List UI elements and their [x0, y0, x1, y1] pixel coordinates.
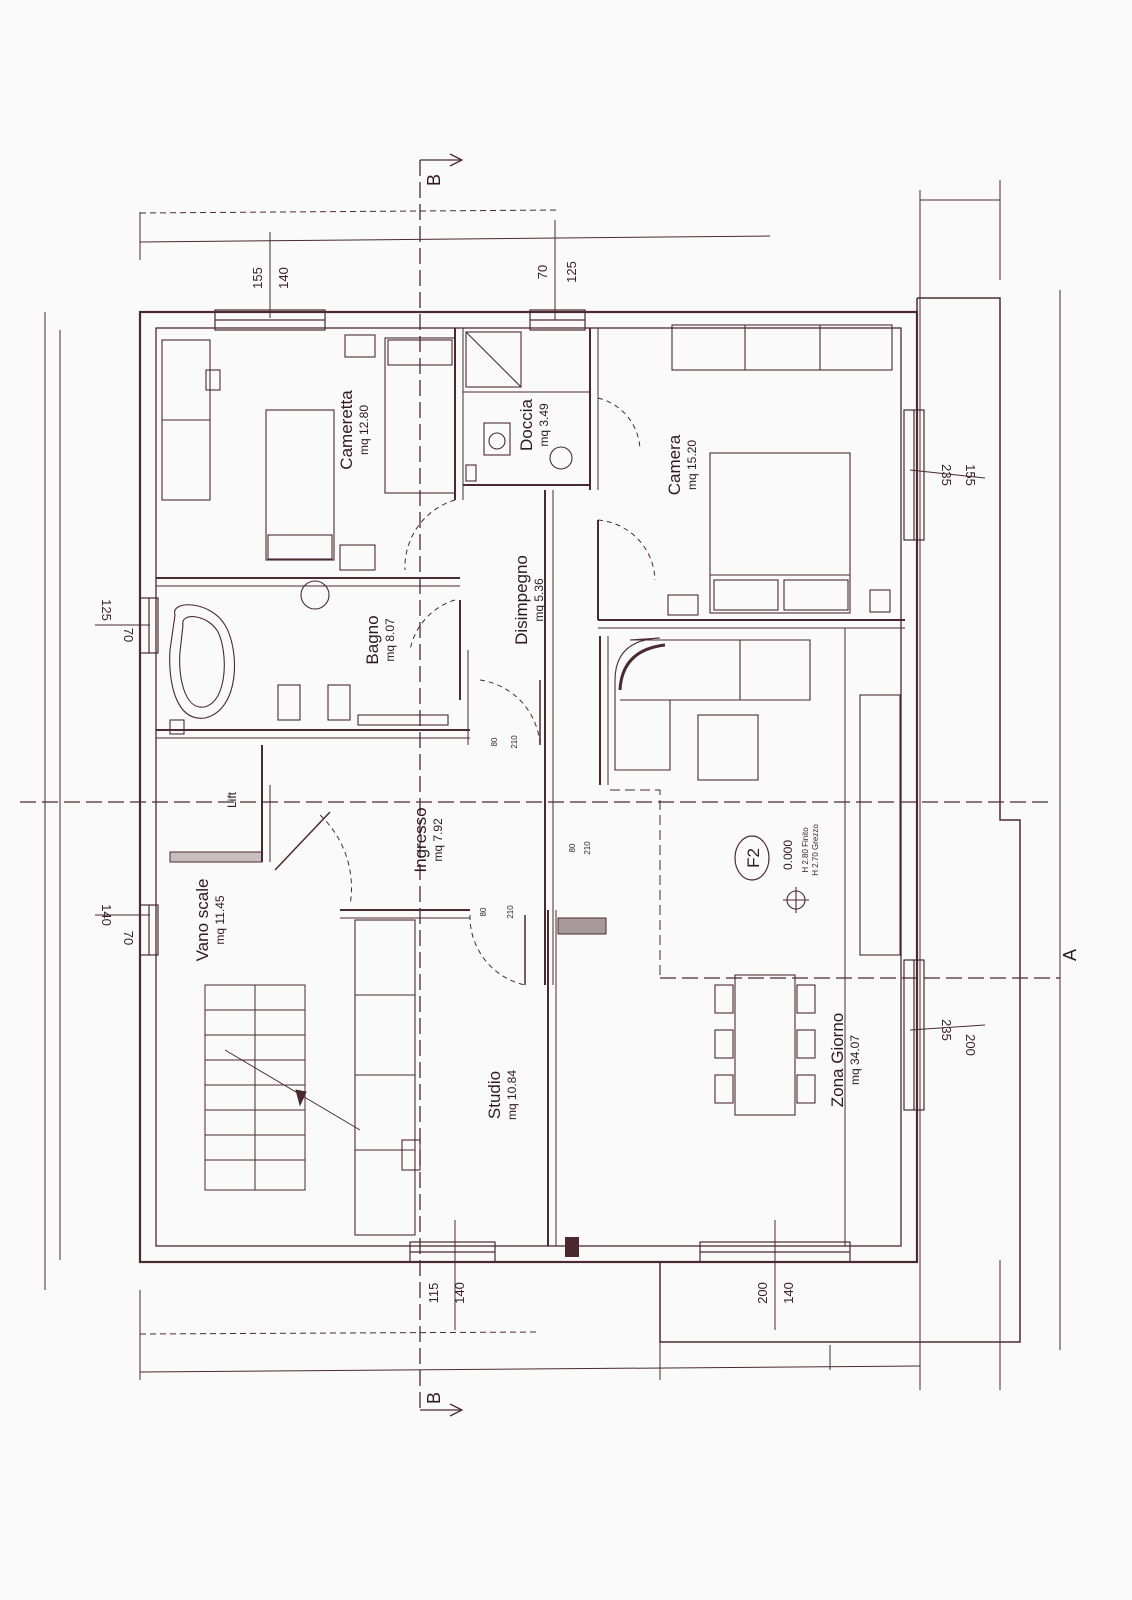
svg-text:Bagno: Bagno	[363, 615, 382, 664]
svg-text:210: 210	[506, 905, 515, 919]
doors	[319, 397, 656, 986]
svg-text:200: 200	[755, 1282, 770, 1304]
svg-text:140: 140	[781, 1282, 796, 1304]
svg-text:80: 80	[490, 737, 499, 746]
svg-text:H 2.80 Finito: H 2.80 Finito	[801, 827, 810, 873]
svg-text:125: 125	[99, 599, 114, 621]
svg-text:80: 80	[479, 907, 488, 916]
svg-text:Studio: Studio	[485, 1071, 504, 1119]
svg-text:155: 155	[250, 267, 265, 289]
svg-text:0.000: 0.000	[781, 840, 795, 870]
section-marker-b-bottom: B	[424, 1392, 444, 1404]
section-marker-a: A	[1060, 949, 1080, 961]
room-label-disimpegno: Disimpegno mq 5.36	[512, 555, 546, 645]
room-label-studio: Studio mq 10.84	[485, 1070, 519, 1120]
svg-text:140: 140	[99, 904, 114, 926]
svg-text:140: 140	[452, 1282, 467, 1304]
svg-text:115: 115	[426, 1283, 441, 1304]
svg-text:125: 125	[564, 261, 579, 283]
interior-walls	[156, 328, 905, 1257]
dimension-lines	[44, 180, 1061, 1390]
stairs	[204, 984, 361, 1191]
room-label-zona-giorno: Zona Giorno mq 34.07	[828, 1013, 862, 1108]
svg-text:Cameretta: Cameretta	[337, 390, 356, 470]
svg-text:210: 210	[583, 841, 592, 855]
window-dimension-labels: 155 140 70 125 235 155 125 70 140 70 235…	[99, 261, 978, 1304]
furniture-cameretta	[161, 334, 456, 571]
svg-text:mq 34.07: mq 34.07	[848, 1035, 862, 1085]
room-label-ingresso: Ingresso mq 7.92	[411, 807, 445, 872]
furniture-camera	[667, 324, 893, 616]
door-dimension-labels: 80 210 210 80 210 80	[479, 735, 592, 919]
svg-text:Camera: Camera	[665, 434, 684, 495]
svg-text:Vano scale: Vano scale	[193, 879, 212, 962]
svg-text:mq 12.80: mq 12.80	[357, 405, 371, 455]
svg-text:mq 11.45: mq 11.45	[213, 895, 227, 944]
furniture-doccia	[465, 331, 573, 482]
svg-text:mq 5.36: mq 5.36	[532, 578, 546, 622]
door-leaves	[274, 680, 541, 985]
svg-text:155: 155	[963, 464, 978, 486]
svg-text:235: 235	[939, 464, 954, 486]
svg-text:A: A	[1060, 949, 1080, 961]
svg-text:140: 140	[276, 267, 291, 289]
svg-text:80: 80	[568, 843, 577, 852]
svg-text:Lift: Lift	[225, 791, 239, 808]
svg-text:B: B	[424, 174, 444, 186]
furniture-bagno	[169, 580, 449, 735]
lift-label: Lift	[225, 791, 239, 808]
svg-text:F2: F2	[744, 848, 763, 868]
unit-label: F2 0.000 H 2.80 Finito H 2.70 Grezzo	[734, 824, 820, 881]
svg-text:235: 235	[939, 1019, 954, 1041]
furniture-zona-giorno	[614, 637, 901, 1116]
svg-text:mq 15.20: mq 15.20	[685, 440, 699, 490]
svg-text:B: B	[424, 1392, 444, 1404]
svg-text:Disimpegno: Disimpegno	[512, 555, 531, 645]
section-marker-b-top: B	[424, 174, 444, 186]
svg-text:Zona Giorno: Zona Giorno	[828, 1013, 847, 1108]
svg-text:mq 10.84: mq 10.84	[505, 1070, 519, 1120]
svg-text:210: 210	[510, 735, 519, 749]
svg-text:mq 3.49: mq 3.49	[537, 403, 551, 447]
svg-text:Doccia: Doccia	[517, 398, 536, 451]
section-lines	[20, 153, 1060, 1417]
room-label-bagno: Bagno mq 8.07	[363, 615, 397, 664]
svg-text:Ingresso: Ingresso	[411, 807, 430, 872]
svg-text:70: 70	[121, 628, 136, 642]
svg-text:H 2.70 Grezzo: H 2.70 Grezzo	[811, 824, 820, 876]
svg-text:70: 70	[535, 265, 550, 279]
room-label-vano-scale: Vano scale mq 11.45	[193, 879, 227, 962]
svg-text:200: 200	[963, 1034, 978, 1056]
svg-text:70: 70	[121, 931, 136, 945]
outer-walls	[138, 297, 1021, 1343]
room-label-camera: Camera mq 15.20	[665, 434, 699, 495]
svg-text:mq 7.92: mq 7.92	[431, 818, 445, 862]
svg-text:mq 8.07: mq 8.07	[383, 618, 397, 662]
room-label-doccia: Doccia mq 3.49	[517, 398, 551, 451]
room-label-cameretta: Cameretta mq 12.80	[337, 390, 371, 470]
furniture-studio	[354, 919, 421, 1236]
windows	[139, 309, 925, 1263]
